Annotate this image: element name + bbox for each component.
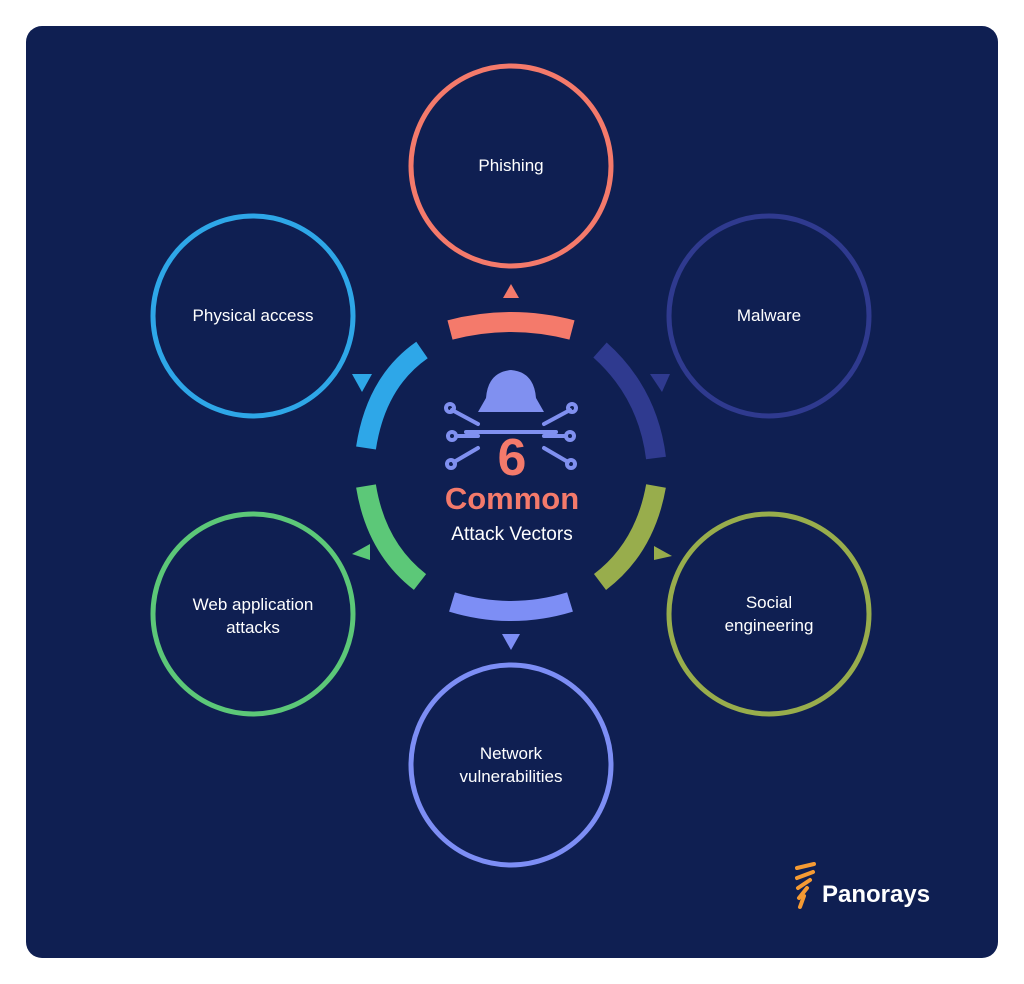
vector-label-network-vulnerabilities: Network vulnerabilities (459, 744, 563, 786)
hacker-icon (444, 370, 578, 470)
web-application-attacks-circle (150, 511, 356, 717)
network-vulnerabilities-circle (408, 662, 614, 868)
physical-access-arrow-icon (352, 374, 372, 392)
social-engineering-circle (666, 511, 872, 717)
malware-ring-segment (593, 342, 666, 460)
web-application-attacks-ring-segment (356, 484, 427, 590)
phishing-ring-segment (447, 312, 575, 340)
social-engineering-ring-segment (593, 484, 666, 590)
vector-label-malware: Malware (736, 306, 802, 325)
panorays-logo-icon (795, 862, 816, 909)
network-vulnerabilities-ring-segment (449, 592, 573, 621)
vector-label-social-engineering: Social engineering (724, 593, 814, 635)
social-engineering-arrow-icon (654, 546, 672, 560)
web-application-attacks-arrow-icon (352, 544, 370, 560)
physical-access-circle (150, 213, 356, 419)
phishing-arrow-icon (503, 284, 519, 298)
center-title: Common (444, 481, 580, 516)
diagram-panel (26, 26, 998, 958)
vector-label-web-application-attacks: Web application attacks (192, 595, 314, 637)
vector-label-physical-access: Physical access (192, 306, 314, 325)
physical-access-ring-segment (356, 341, 428, 450)
center-number: 6 (497, 429, 527, 487)
malware-arrow-icon (650, 374, 670, 392)
center-subtitle: Attack Vectors (451, 524, 573, 545)
phishing-circle (408, 63, 614, 269)
vector-label-phishing: Phishing (478, 156, 544, 175)
brand-name: Panorays (822, 881, 931, 908)
network-vulnerabilities-arrow-icon (502, 634, 520, 650)
malware-circle (666, 213, 872, 419)
